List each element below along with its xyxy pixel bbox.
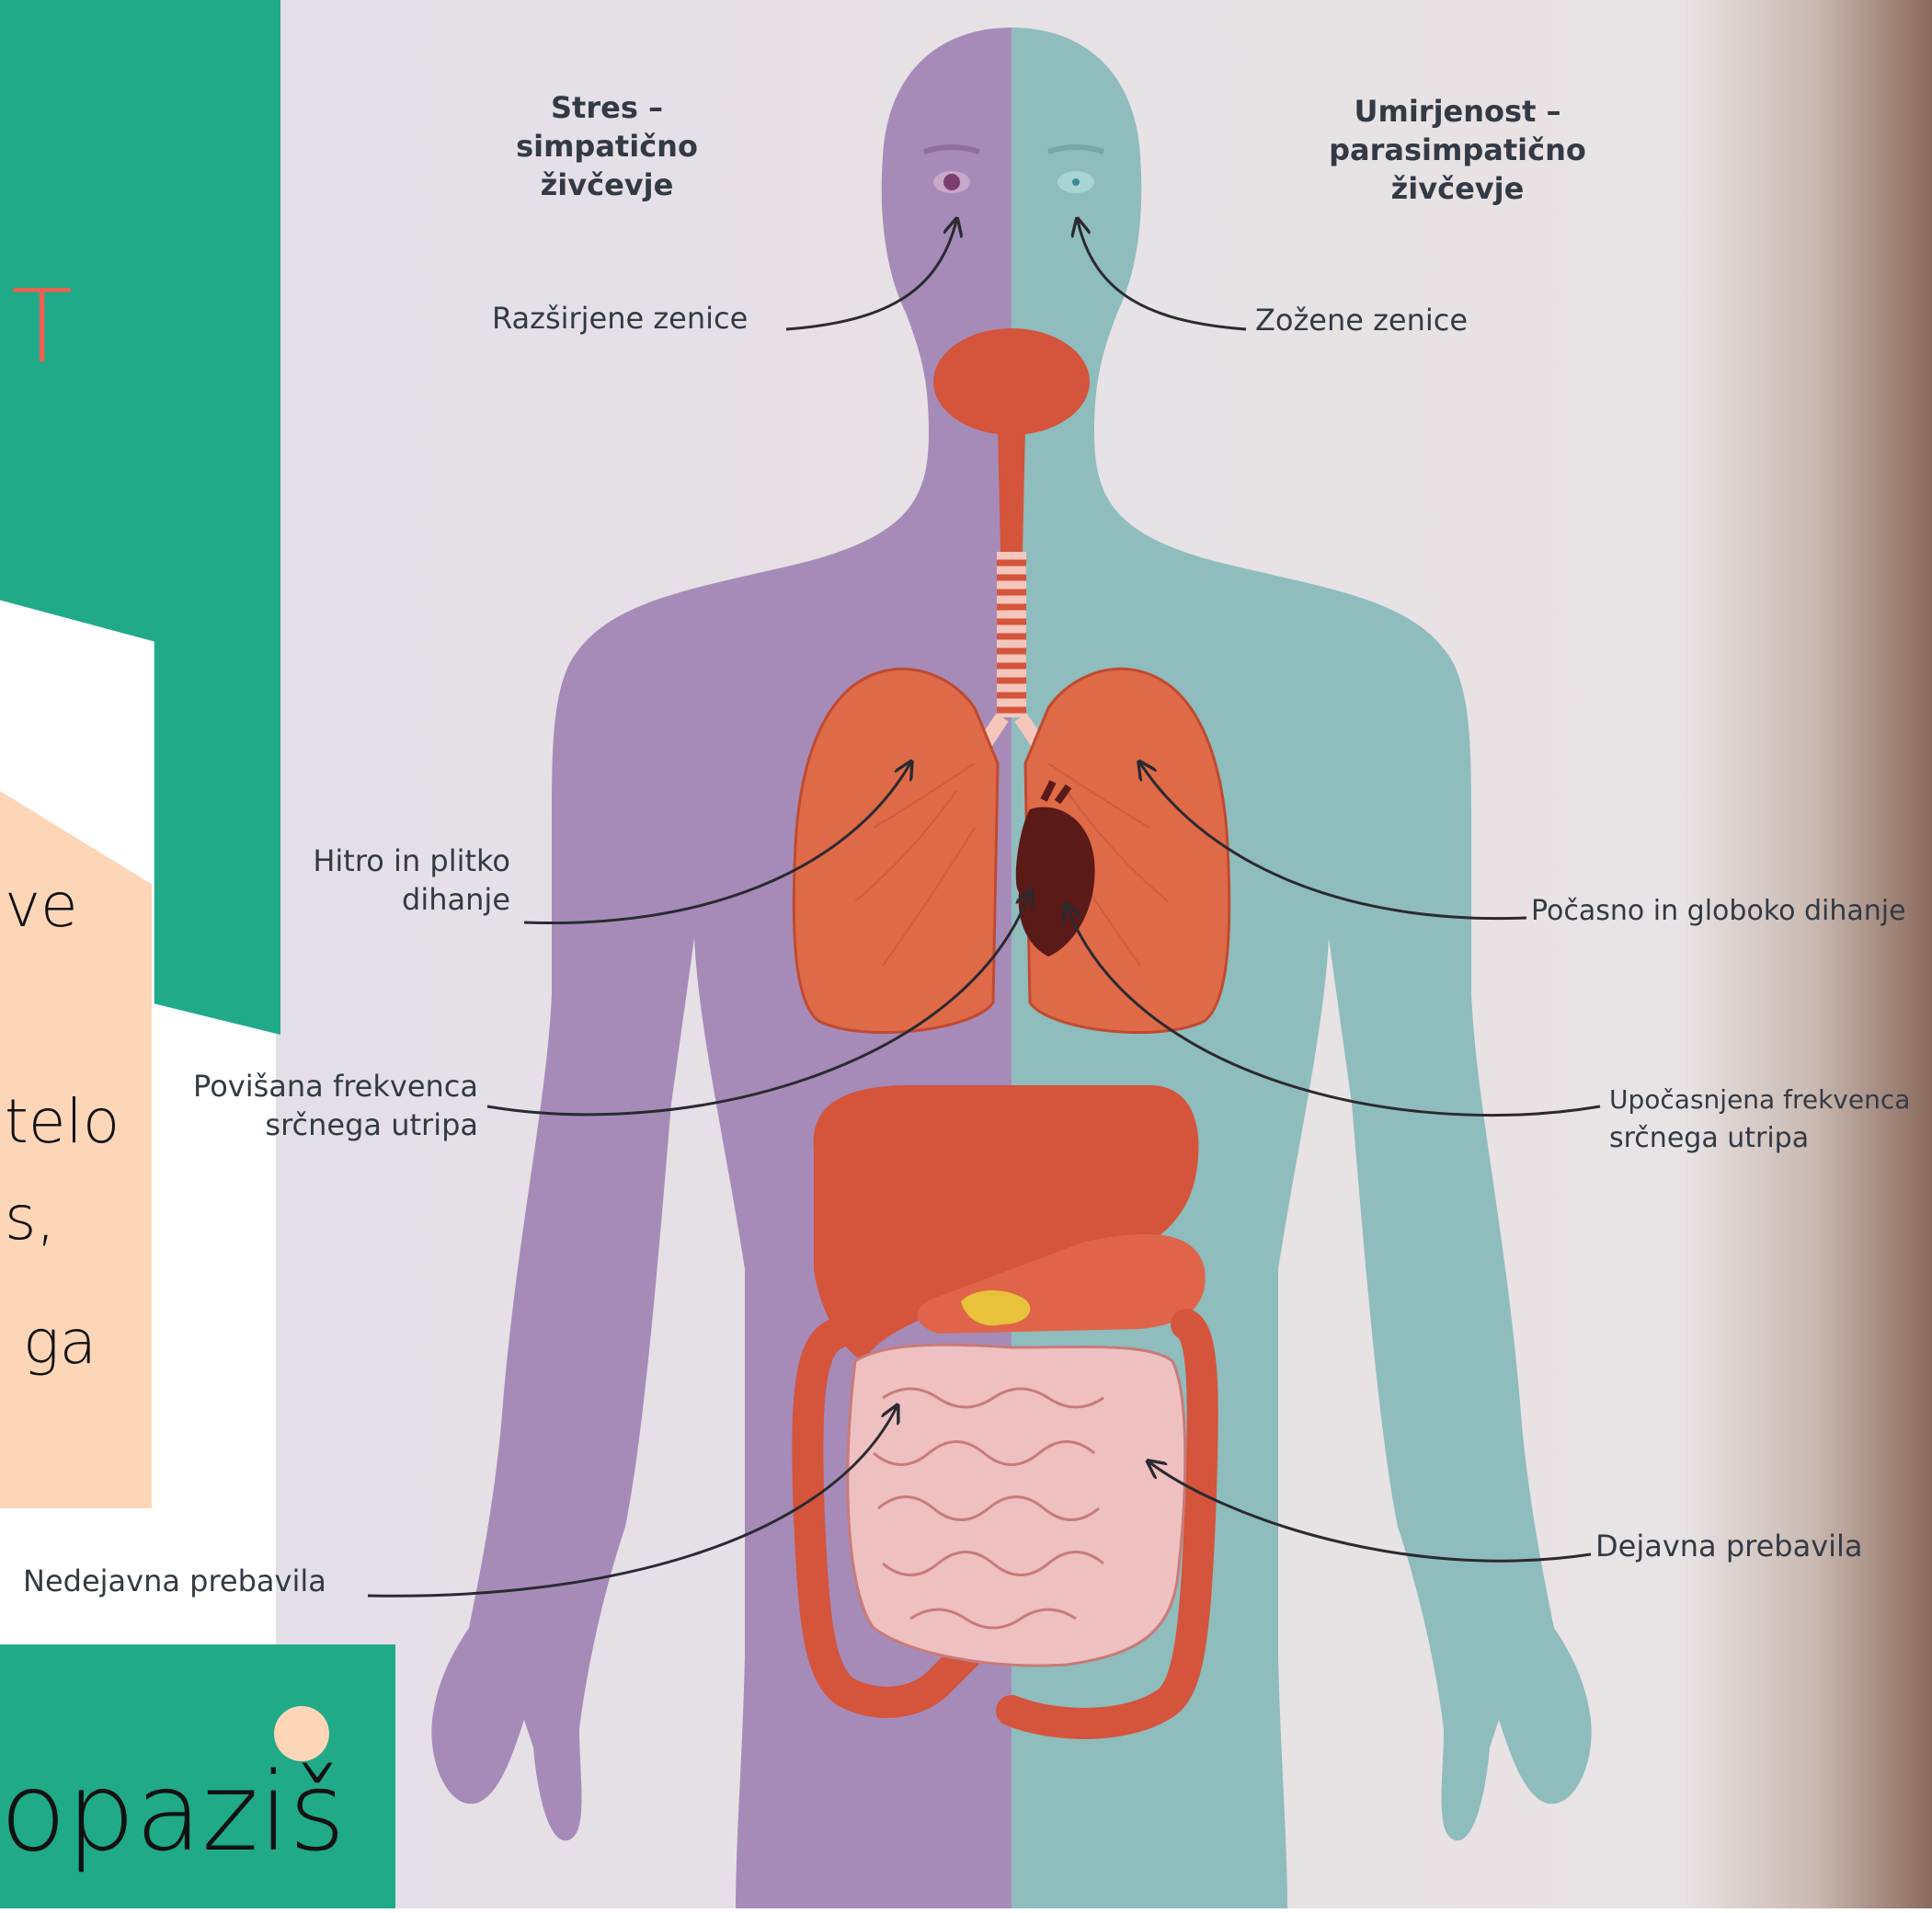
header-calm-line2: parasimpatično živčevje	[1264, 131, 1651, 208]
slide-line-2: telo	[5, 1085, 120, 1159]
bottom-word: opaziš	[0, 1752, 346, 1872]
throat	[998, 428, 1025, 552]
dilated-pupil	[943, 174, 960, 190]
header-stress: Stres – simpatično živčevje	[455, 88, 759, 204]
slide-line-1: ve	[5, 869, 78, 943]
label-heart-slow-line2: srčnega utripa	[1609, 1119, 1926, 1158]
header-stress-line1: Stres –	[455, 88, 759, 127]
label-pupils-dilated: Razširjene zenice	[492, 299, 748, 338]
label-heart-fast-line1: Povišana frekvenca	[166, 1067, 478, 1105]
header-stress-line2: simpatično živčevje	[455, 127, 759, 204]
label-heart-slow-line1: Upočasnjena frekvenca	[1609, 1081, 1926, 1119]
accent-fragment: T	[11, 271, 73, 382]
header-calm: Umirjenost – parasimpatično živčevje	[1264, 92, 1651, 208]
label-breathing-fast-line2: dihanje	[290, 880, 510, 919]
label-heart-fast-line2: srčnega utripa	[166, 1105, 478, 1144]
constricted-pupil	[1072, 178, 1080, 186]
label-breathing-fast-line1: Hitro in plitko	[290, 842, 510, 880]
label-digestion-active: Dejavna prebavila	[1595, 1527, 1863, 1565]
label-breathing-slow: Počasno in globoko dihanje	[1531, 892, 1906, 931]
label-digestion-inactive: Nedejavna prebavila	[23, 1562, 326, 1600]
label-breathing-fast: Hitro in plitko dihanje	[290, 842, 510, 919]
left-lung	[794, 669, 998, 1032]
slide-line-4: ga	[23, 1306, 97, 1380]
small-intestine	[848, 1345, 1185, 1666]
mouth-cavity	[933, 328, 1090, 435]
header-calm-line1: Umirjenost –	[1264, 92, 1651, 131]
slide-line-3: s,	[5, 1182, 55, 1255]
label-heart-fast: Povišana frekvenca srčnega utripa	[166, 1067, 478, 1144]
label-heart-slow: Upočasnjena frekvenca srčnega utripa	[1609, 1081, 1926, 1158]
label-pupils-constricted: Zožene zenice	[1255, 301, 1468, 339]
